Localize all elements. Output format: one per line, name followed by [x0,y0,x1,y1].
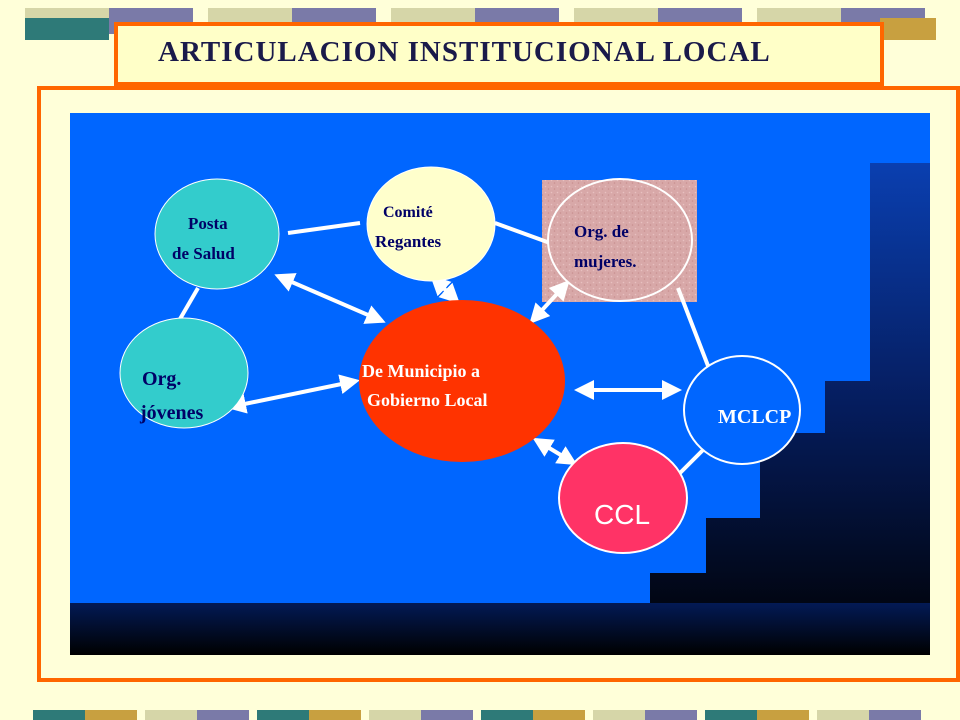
ccl-label: CCL [594,499,650,530]
stripe-block [257,710,309,720]
bottom-stripe-bar [0,710,960,720]
posta-salud-label-1: Posta [188,214,228,233]
org-mujeres-shape [547,178,693,302]
stripe-block [533,710,585,720]
org-jovenes-shape [119,317,249,429]
node-posta-salud: Posta de Salud [154,178,280,290]
line-posta-jovenes [178,286,200,321]
mclcp-label: MCLCP [718,406,791,428]
stripe-block [309,710,361,720]
page-title: ARTICULACION INSTITUCIONAL LOCAL [158,36,771,68]
arrow-comite-municipio [430,275,460,304]
mclcp-shape [683,355,801,465]
stripe-block [593,710,645,720]
arrows [226,273,682,466]
jovenes-label-2: jóvenes [139,402,204,424]
stripe-block [25,18,109,40]
jovenes-label-1: Org. [142,368,181,390]
diagram-panel: Posta de Salud Comité Regantes Org. de m… [70,113,930,655]
stripe-block [705,710,757,720]
stripe-block [757,710,809,720]
comite-regantes-shape [366,166,496,282]
posta-salud-label-2: de Salud [172,244,235,263]
node-mclcp: MCLCP [683,355,801,465]
comite-label-2: Regantes [375,232,441,251]
stripe-block [369,710,421,720]
line-comite-mujeres [494,221,551,245]
line-mclcp-ccl [678,446,707,475]
stripe-block [880,18,936,40]
municipio-shape [359,300,565,462]
municipio-label-2: Gobierno Local [367,390,488,410]
arrow-mujeres-municipio [529,280,570,324]
stripe-block [85,710,137,720]
title-box: ARTICULACION INSTITUCIONAL LOCAL [114,22,884,86]
posta-salud-shape [154,178,280,290]
node-org-jovenes: Org. jóvenes [119,317,249,429]
node-org-mujeres: Org. de mujeres. [547,178,693,302]
stripe-block [481,710,533,720]
mujeres-label-2: mujeres. [574,252,636,271]
ccl-shape [558,442,688,554]
bottom-dark-band [70,603,930,655]
connector-lines [178,221,712,475]
mujeres-label-1: Org. de [574,222,629,241]
stripe-block [145,710,197,720]
node-municipio: De Municipio a Gobierno Local [359,300,565,462]
arrow-posta-municipio [274,273,386,324]
stripe-block [197,710,249,720]
line-mujeres-mclcp [676,287,712,372]
stripe-block [421,710,473,720]
arrow-jovenes-municipio [226,374,360,414]
stripe-block [645,710,697,720]
arrow-municipio-ccl [532,437,578,466]
stripe-block [869,710,921,720]
node-ccl: CCL [558,442,688,554]
comite-label-1: Comité [383,204,433,221]
dark-step-shadow [70,163,930,655]
line-posta-comite [287,221,361,235]
stripe-block [817,710,869,720]
stripe-block [33,710,85,720]
municipio-label-1: De Municipio a [362,361,480,381]
node-comite-regantes: Comité Regantes [366,166,496,282]
